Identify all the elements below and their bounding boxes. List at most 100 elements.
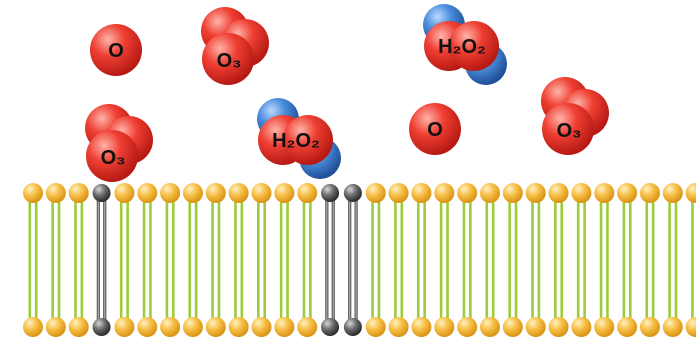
damaged-lipid bbox=[343, 184, 362, 336]
lipid-head-bottom bbox=[23, 317, 43, 337]
lipid-head-bottom bbox=[92, 318, 111, 336]
lipid-head-top bbox=[571, 183, 592, 203]
lipid-head-bottom bbox=[365, 317, 386, 337]
lipid-molecule bbox=[45, 183, 66, 337]
oxygen-atom bbox=[90, 24, 142, 76]
lipid-head-bottom bbox=[205, 317, 226, 337]
lipid-head-top bbox=[434, 183, 455, 203]
lipid-molecule bbox=[23, 183, 43, 337]
molecule-label: O bbox=[108, 40, 124, 62]
lipid-head-top bbox=[639, 183, 660, 203]
lipid-head-bottom bbox=[525, 317, 546, 337]
lipid-head-top bbox=[502, 183, 523, 203]
lipid-head-bottom bbox=[480, 317, 500, 337]
molecule-h2o2-1: H₂O₂ bbox=[423, 4, 507, 85]
oxygen-atom bbox=[202, 33, 254, 85]
lipid-molecule bbox=[182, 183, 203, 337]
lipid-head-top bbox=[343, 184, 362, 202]
lipid-head-bottom bbox=[434, 317, 455, 337]
lipid-molecule bbox=[274, 183, 295, 337]
lipid-head-bottom bbox=[617, 317, 638, 337]
molecule-o3-3: O₃ bbox=[85, 104, 153, 182]
lipid-head-bottom bbox=[639, 317, 660, 337]
lipid-head-top bbox=[228, 183, 249, 203]
lipid-molecule bbox=[434, 183, 455, 337]
lipid-head-top bbox=[388, 183, 409, 203]
molecule-label: O₃ bbox=[101, 147, 126, 169]
oxygen-atom bbox=[542, 103, 594, 155]
lipid-head-bottom bbox=[411, 317, 432, 337]
oxygen-atom bbox=[283, 115, 333, 165]
molecule-label: H₂O₂ bbox=[438, 36, 486, 58]
lipid-molecule bbox=[251, 183, 272, 337]
lipid-head-top bbox=[45, 183, 66, 203]
lipid-head-top bbox=[205, 183, 226, 203]
lipid-molecule bbox=[639, 183, 660, 337]
lipid-head-top bbox=[274, 183, 295, 203]
lipid-head-bottom bbox=[114, 317, 135, 337]
lipid-head-bottom bbox=[251, 317, 272, 337]
lipid-molecule bbox=[365, 183, 386, 337]
lipid-molecule bbox=[662, 183, 683, 337]
lipid-head-bottom bbox=[571, 317, 592, 337]
lipid-head-top bbox=[548, 183, 569, 203]
oxygen-atom bbox=[449, 21, 499, 71]
lipid-head-top bbox=[92, 184, 111, 202]
lipid-head-top bbox=[160, 183, 181, 203]
lipid-molecule bbox=[548, 183, 569, 337]
lipid-head-bottom bbox=[68, 317, 89, 337]
molecule-label: O₃ bbox=[557, 120, 582, 142]
lipid-molecule bbox=[114, 183, 135, 337]
lipid-molecule bbox=[480, 183, 500, 337]
lipid-head-bottom bbox=[274, 317, 295, 337]
lipid-molecule bbox=[457, 183, 478, 337]
lipid-molecule bbox=[68, 183, 89, 337]
lipid-head-top bbox=[251, 183, 272, 203]
lipid-molecule bbox=[525, 183, 546, 337]
lipid-head-top bbox=[23, 183, 43, 203]
lipid-molecule bbox=[297, 183, 318, 337]
lipid-molecule bbox=[160, 183, 181, 337]
lipid-head-bottom bbox=[502, 317, 523, 337]
lipid-head-top bbox=[457, 183, 478, 203]
lipid-head-bottom bbox=[457, 317, 478, 337]
lipid-head-top bbox=[685, 183, 696, 203]
lipid-head-top bbox=[662, 183, 683, 203]
lipid-head-top bbox=[594, 183, 615, 203]
lipid-head-bottom bbox=[548, 317, 569, 337]
lipid-head-top bbox=[525, 183, 546, 203]
molecule-o-2: O bbox=[409, 103, 461, 155]
lipid-head-top bbox=[182, 183, 203, 203]
lipid-molecule bbox=[617, 183, 638, 337]
lipid-head-bottom bbox=[160, 317, 181, 337]
lipid-head-bottom bbox=[594, 317, 615, 337]
molecule-o3-1: O₃ bbox=[201, 7, 269, 85]
damaged-lipid bbox=[92, 184, 111, 336]
lipid-molecule bbox=[594, 183, 615, 337]
molecule-label: O bbox=[427, 119, 443, 141]
oxygen-atom bbox=[86, 130, 138, 182]
lipid-head-top bbox=[365, 183, 386, 203]
molecule-o3-2: O₃ bbox=[541, 77, 609, 155]
lipid-head-bottom bbox=[182, 317, 203, 337]
lipid-bilayer bbox=[23, 183, 696, 337]
lipid-head-top bbox=[321, 184, 340, 202]
molecules-layer: O O₃ H₂O₂ O₃ O₃ H₂O₂ O bbox=[85, 4, 609, 182]
molecule-h2o2-2: H₂O₂ bbox=[257, 98, 341, 179]
lipid-molecule bbox=[571, 183, 592, 337]
lipid-head-bottom bbox=[137, 317, 158, 337]
lipid-head-bottom bbox=[228, 317, 249, 337]
lipid-head-bottom bbox=[45, 317, 66, 337]
lipid-head-top bbox=[68, 183, 89, 203]
lipid-molecule bbox=[411, 183, 432, 337]
lipid-molecule bbox=[228, 183, 249, 337]
lipid-head-bottom bbox=[388, 317, 409, 337]
lipid-head-top bbox=[617, 183, 638, 203]
lipid-head-top bbox=[297, 183, 318, 203]
lipid-head-top bbox=[411, 183, 432, 203]
damaged-lipid bbox=[321, 184, 340, 336]
molecule-label: H₂O₂ bbox=[272, 130, 320, 152]
lipid-molecule bbox=[502, 183, 523, 337]
lipid-head-bottom bbox=[662, 317, 683, 337]
lipid-molecule bbox=[137, 183, 158, 337]
